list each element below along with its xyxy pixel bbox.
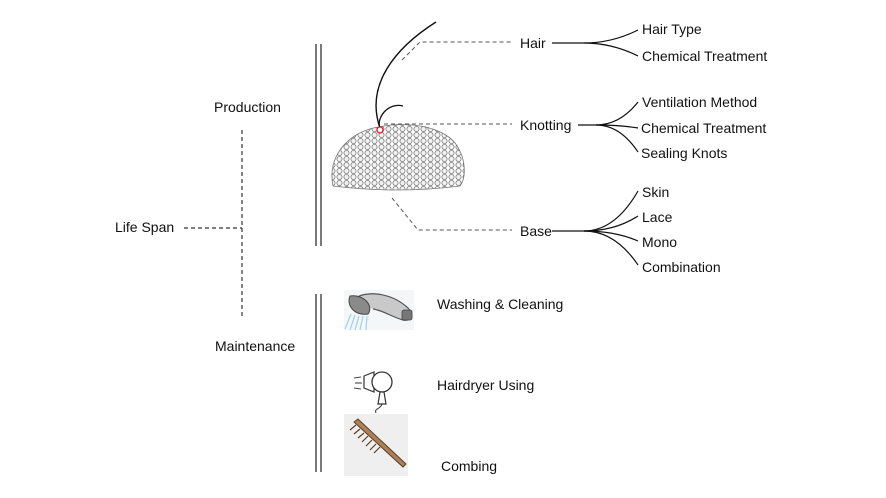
base-item-combination: Combination [642,259,721,275]
comb-icon [344,414,408,476]
shower-head-icon [344,290,414,331]
hair-group-label: Hair [520,35,546,51]
knotting-item-chemical-treatment: Chemical Treatment [641,120,767,136]
leader-lines [384,41,512,231]
root-connector [184,130,243,318]
knotting-item-ventilation-method: Ventilation Method [642,94,758,110]
maintenance-item-combing: Combing [441,458,498,474]
hair-strand-short [378,104,404,129]
knotting-item-sealing-knots: Sealing Knots [641,145,728,161]
maintenance-label: Maintenance [215,338,296,354]
maintenance-item-washing-cleaning: Washing & Cleaning [437,296,564,312]
hairdryer-icon [353,371,393,414]
base-group-label: Base [520,223,552,239]
hair-item-hair-type: Hair Type [642,21,702,37]
base-item-mono: Mono [642,234,678,250]
hair-item-chemical-treatment: Chemical Treatment [642,48,768,64]
knot-marker [376,126,384,134]
maintenance-bracket [315,294,322,472]
production-bracket [315,44,322,246]
base-item-lace: Lace [642,209,673,225]
maintenance-item-hairdryer-using: Hairdryer Using [437,377,535,393]
production-label: Production [214,99,281,115]
knotting-group-label: Knotting [520,117,572,133]
hair-strand-long [375,21,437,129]
branch-fans [552,29,639,266]
wig-cap-illustration [331,21,465,191]
root-label: Life Span [115,219,175,235]
base-item-skin: Skin [642,184,670,200]
